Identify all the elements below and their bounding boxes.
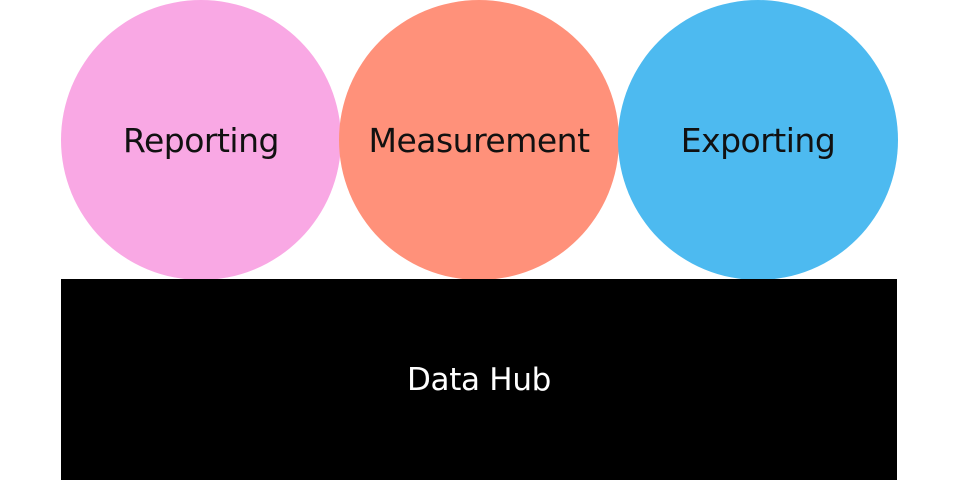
reporting-label: Reporting bbox=[123, 120, 279, 160]
data-hub-block: Data Hub bbox=[61, 279, 897, 480]
measurement-label: Measurement bbox=[368, 120, 590, 160]
exporting-circle: Exporting bbox=[618, 0, 898, 280]
exporting-label: Exporting bbox=[680, 120, 836, 160]
reporting-circle: Reporting bbox=[61, 0, 341, 280]
data-hub-label: Data Hub bbox=[406, 361, 552, 398]
measurement-circle: Measurement bbox=[339, 0, 619, 280]
